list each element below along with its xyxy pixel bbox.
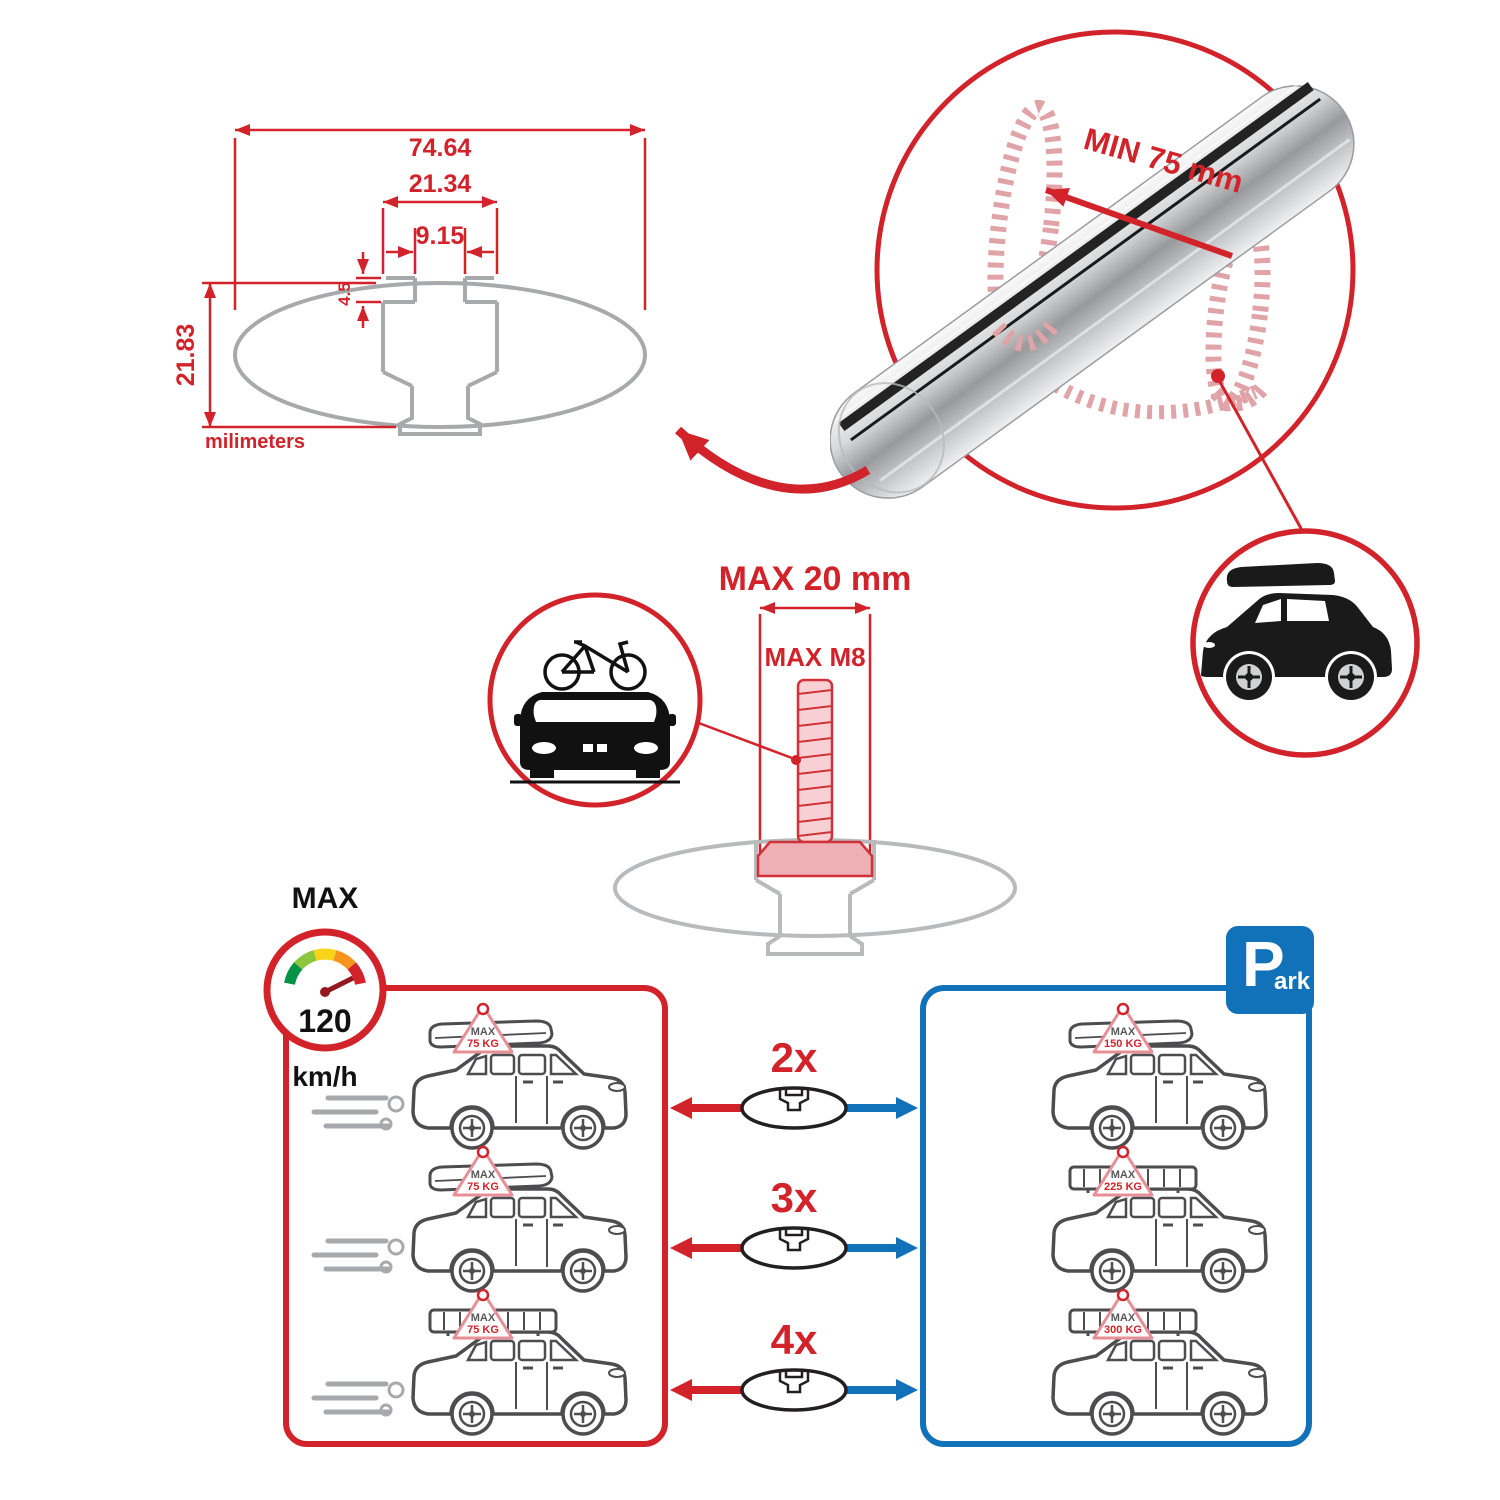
- callout-dot: [1211, 369, 1225, 383]
- bar-quantity-row-1: 2x: [670, 1034, 918, 1130]
- svg-text:225 KG: 225 KG: [1104, 1181, 1142, 1193]
- speed-max-label: MAX: [292, 882, 359, 915]
- svg-text:MAX: MAX: [471, 1026, 496, 1038]
- parking-sign-suffix: ark: [1274, 968, 1311, 995]
- svg-text:MAX: MAX: [1111, 1169, 1136, 1181]
- bar-quantity-connectors: 2x 3x 4x: [670, 1034, 918, 1412]
- dim-total-height: 21.83: [172, 324, 200, 387]
- driving-car-row-2: MAX 75 KG: [311, 1145, 628, 1293]
- svg-text:MAX: MAX: [471, 1312, 496, 1324]
- parking-sign-letter: P: [1242, 928, 1285, 1000]
- load-badge: MAX 75 KG: [452, 1145, 514, 1197]
- max-width-label: MAX 20 mm: [719, 560, 912, 598]
- parked-car-row-2: MAX 225 KG: [1051, 1145, 1268, 1293]
- suv-outline-icon: [411, 1330, 628, 1436]
- bike-car-view: [487, 592, 703, 808]
- svg-text:75 KG: 75 KG: [467, 1324, 499, 1336]
- svg-text:75 KG: 75 KG: [467, 1181, 499, 1193]
- speed-value: 120: [298, 1003, 351, 1039]
- load-badge: MAX 75 KG: [452, 1002, 514, 1054]
- dim-slot-inner-width: 9.15: [416, 222, 465, 250]
- bar-profile-outline: [233, 276, 647, 436]
- magnifier-circle: [874, 29, 1356, 511]
- suv-outline-icon: [1051, 1187, 1268, 1293]
- parking-sign: P ark: [1226, 926, 1314, 1014]
- speed-unit: km/h: [292, 1061, 357, 1092]
- svg-text:3x: 3x: [771, 1174, 818, 1221]
- car-front-icon: [510, 692, 680, 784]
- parked-car-row-3: MAX 300 KG: [1051, 1288, 1268, 1436]
- crossbar-cross-section-icon: [740, 1226, 848, 1270]
- t-bolt-icon: [695, 678, 874, 878]
- suv-outline-icon: [411, 1044, 628, 1150]
- gauge-arc: [284, 948, 366, 986]
- driving-car-row-3: MAX 75 KG: [311, 1288, 628, 1436]
- load-badge: MAX 150 KG: [1092, 1002, 1154, 1054]
- crossbar-cross-section-icon: [740, 1368, 848, 1412]
- dim-slot-outer-width: 21.34: [409, 170, 472, 198]
- cross-section-dimension-drawing: 74.64 21.34 9.15 4.5 21.83 milimeters: [172, 124, 647, 453]
- suv-roofbox-view: [1190, 528, 1420, 758]
- motion-lines-icon: [311, 1238, 405, 1274]
- suv-roofbox-icon: [1201, 563, 1392, 700]
- svg-text:150 KG: 150 KG: [1104, 1038, 1142, 1050]
- motion-lines-icon: [311, 1095, 405, 1131]
- dim-slot-depth: 4.5: [335, 282, 354, 306]
- dimension-lines: [202, 124, 647, 429]
- speed-limit-gauge: MAX 120 km/h: [263, 882, 387, 1092]
- crossbar-cross-section-icon: [740, 1086, 848, 1130]
- suv-outline-icon: [411, 1187, 628, 1293]
- svg-text:MAX: MAX: [1111, 1026, 1136, 1038]
- min-span-arrow-icon: [1044, 187, 1234, 259]
- load-badge: MAX 225 KG: [1092, 1145, 1154, 1197]
- parked-car-row-1: MAX 150 KG: [1051, 1002, 1268, 1150]
- bike-icon: [543, 640, 647, 691]
- svg-text:2x: 2x: [771, 1034, 818, 1081]
- mount-bolt-diagram: MAX 20 mm MAX M8: [487, 560, 1017, 956]
- svg-text:300 KG: 300 KG: [1104, 1324, 1142, 1336]
- load-badge: MAX 75 KG: [452, 1288, 514, 1340]
- suv-outline-icon: [1051, 1330, 1268, 1436]
- driving-car-row-1: MAX 75 KG: [311, 1002, 628, 1150]
- dim-total-width: 74.64: [409, 134, 472, 162]
- unit-label: milimeters: [205, 431, 305, 453]
- bar-quantity-row-2: 3x: [670, 1174, 918, 1270]
- motion-lines-icon: [311, 1381, 405, 1417]
- max-thread-label: MAX M8: [764, 642, 865, 672]
- crossbar-detail-view: MIN 75 mm: [830, 29, 1356, 511]
- svg-text:75 KG: 75 KG: [467, 1038, 499, 1050]
- suv-outline-icon: [1051, 1044, 1268, 1150]
- bar-quantity-row-3: 4x: [670, 1316, 918, 1412]
- svg-text:MAX: MAX: [471, 1169, 496, 1181]
- svg-text:4x: 4x: [771, 1316, 818, 1363]
- svg-text:MAX: MAX: [1111, 1312, 1136, 1324]
- gauge-needle: [323, 975, 355, 995]
- load-badge: MAX 300 KG: [1092, 1288, 1154, 1340]
- bolt-dimension-lines: [758, 602, 872, 865]
